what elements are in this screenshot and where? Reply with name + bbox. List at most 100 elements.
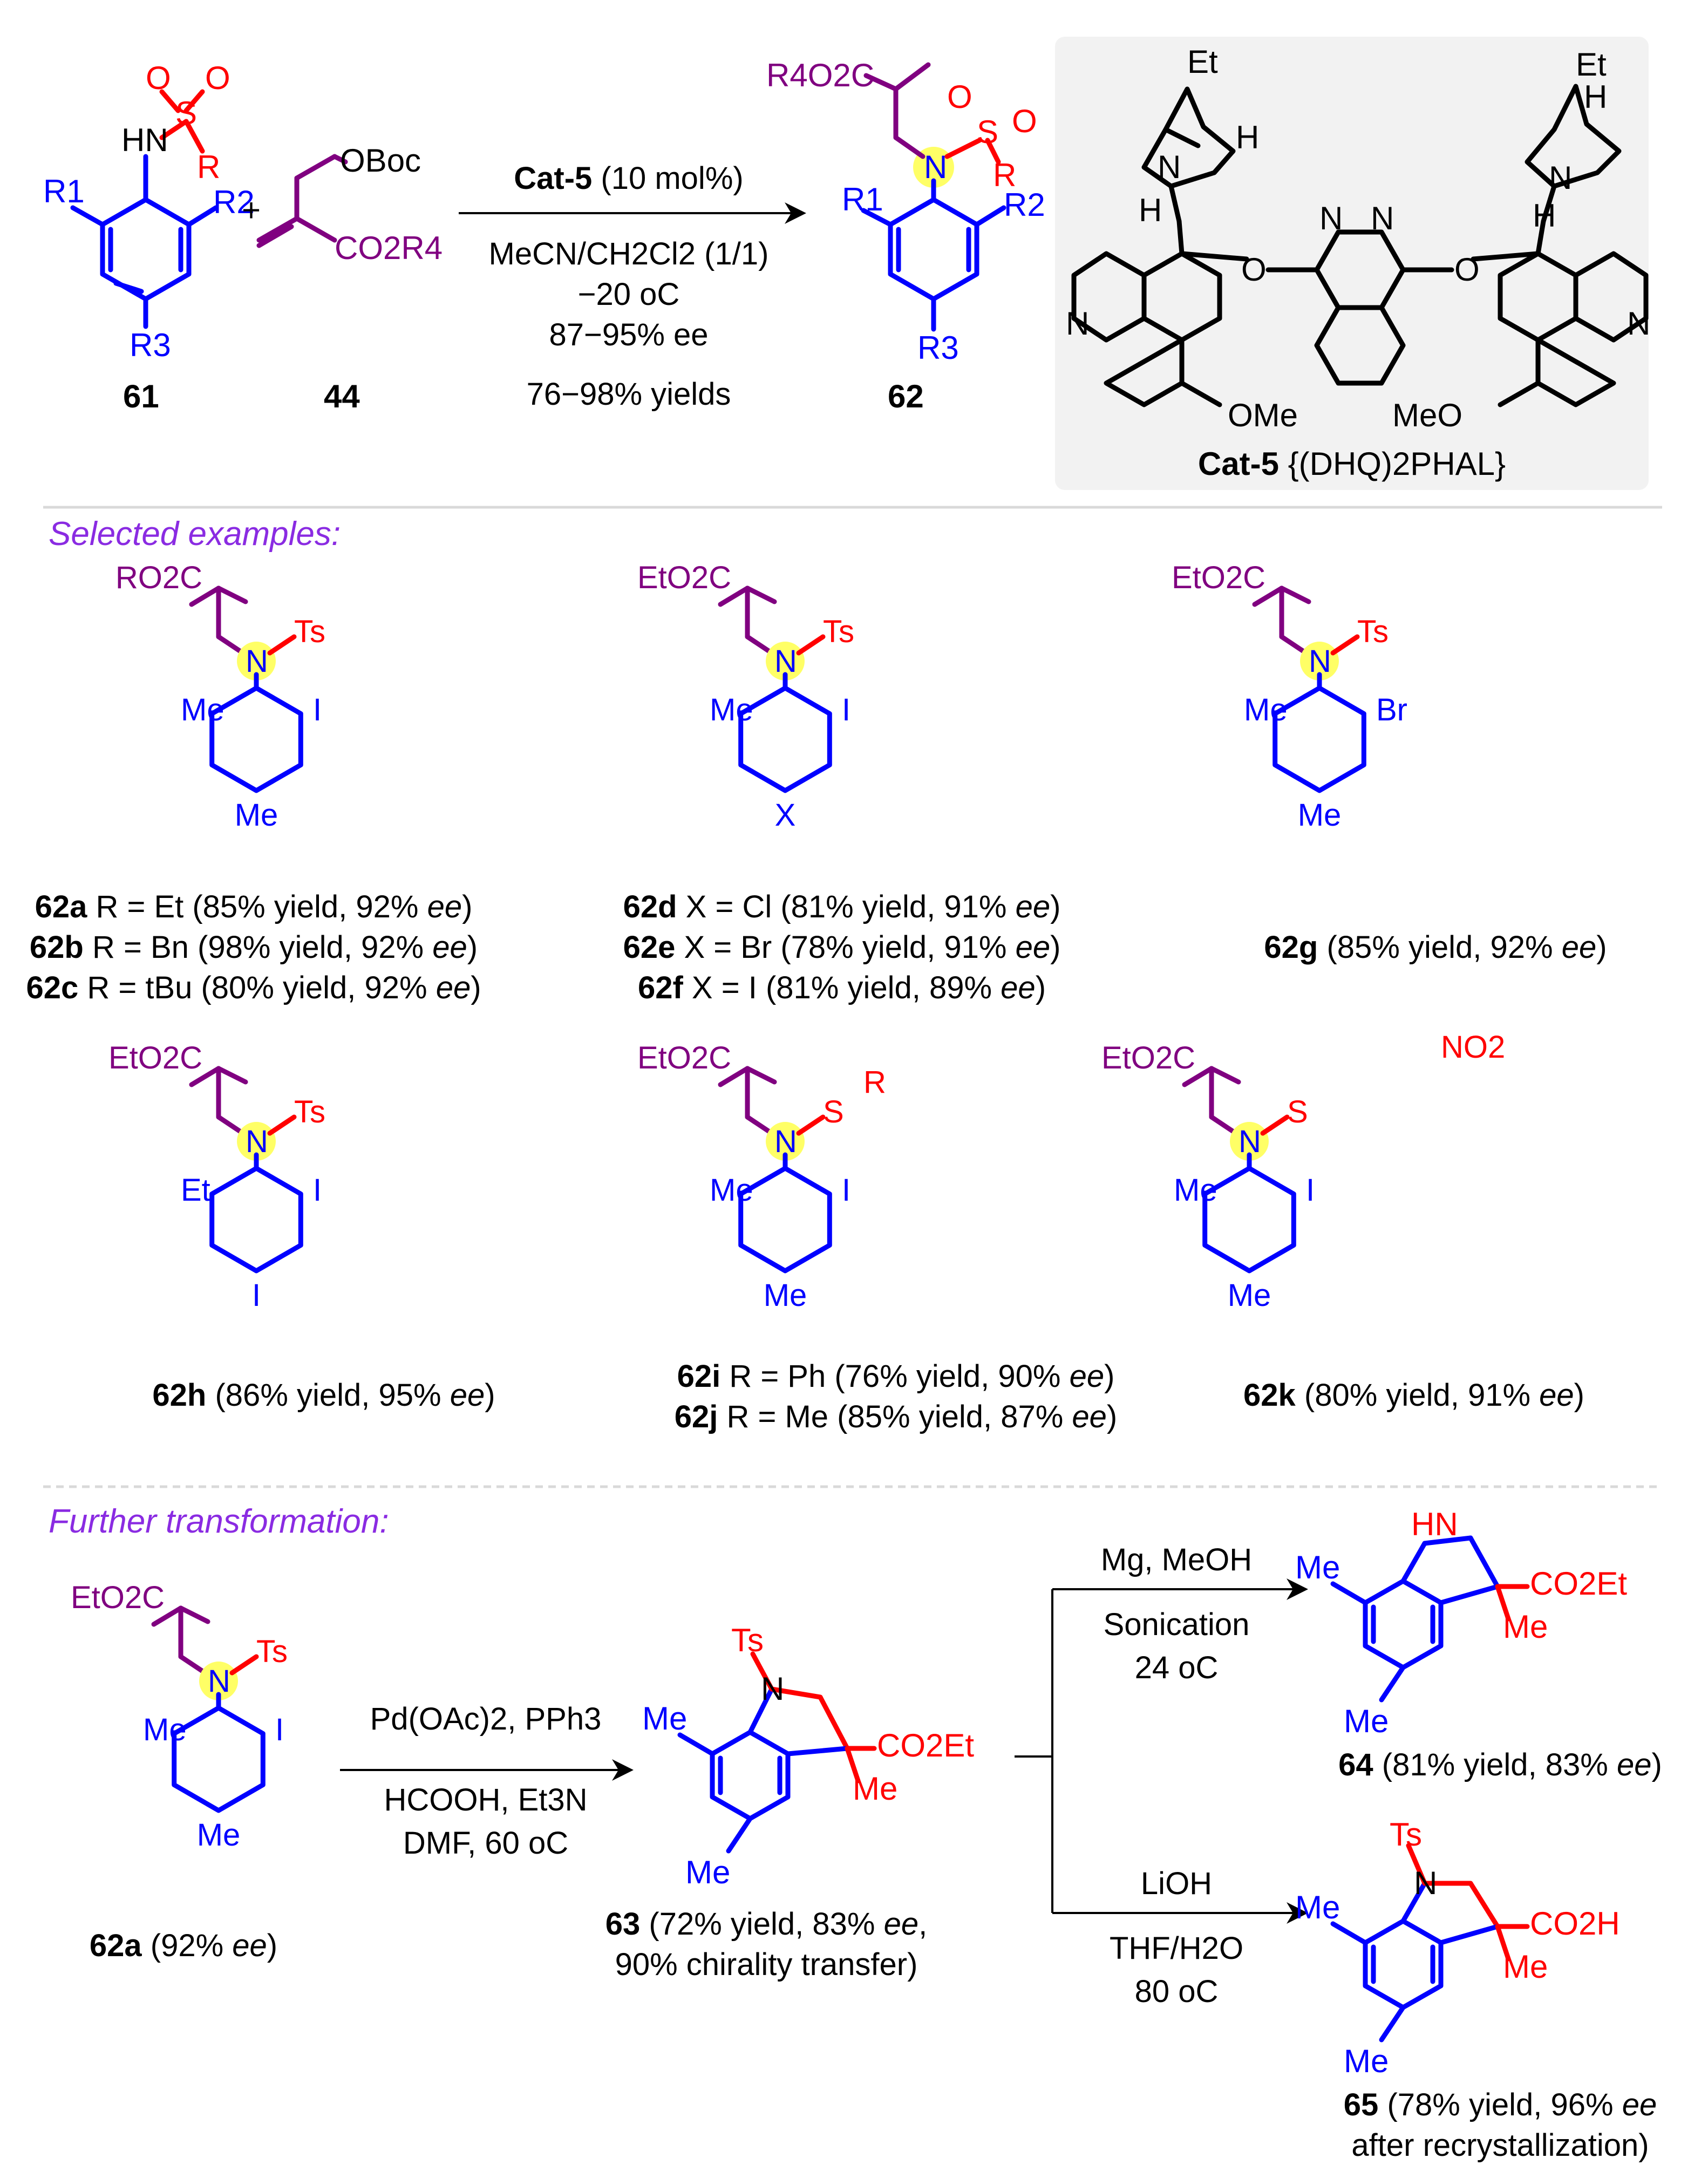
me-64-top: Me	[1295, 1549, 1340, 1585]
n-62-label: N	[924, 149, 947, 185]
example-2-ring	[738, 685, 832, 793]
example-4-highlight	[237, 1122, 276, 1161]
example-3-ortho-left: Me	[1244, 692, 1288, 727]
acid-65: CO2H	[1530, 1905, 1620, 1942]
example-4-sulfonyl: Ts	[294, 1094, 325, 1129]
example-5-sulfonyl-r: R	[863, 1065, 886, 1100]
example-6-ortho-right: I	[1306, 1173, 1315, 1208]
example-caption-62h: 62h (86% yield, 95% ee)	[152, 1378, 495, 1413]
product-64: HN CO2Et Me Me Me	[1295, 1506, 1627, 1739]
reactant-44: OBoc CO2R4	[256, 142, 443, 266]
compound-62-label: 62	[888, 378, 924, 414]
example-4-bond	[189, 1066, 221, 1087]
me-63: Me	[853, 1771, 897, 1807]
example-caption-62c: 62c R = tBu (80% yield, 92% ee)	[26, 970, 481, 1005]
r3-label: R3	[130, 327, 171, 363]
example-1-bond	[216, 634, 246, 656]
me-64: Me	[1503, 1609, 1548, 1645]
product-64-caption: 64 (81% yield, 83% ee)	[1338, 1747, 1662, 1782]
cat-h-left-2: H	[1139, 192, 1162, 228]
cat-ome-right: OMe	[1228, 397, 1298, 433]
cat-et-right: Et	[1576, 46, 1607, 83]
r3-62-label: R3	[917, 330, 959, 366]
me-63-bottom: Me	[685, 1854, 730, 1890]
example-3-para: Me	[1298, 798, 1342, 833]
example-1-bond	[267, 634, 297, 656]
example-6-bond	[1260, 1114, 1290, 1136]
start-ester: EtO2C	[71, 1580, 165, 1615]
example-4-bond	[216, 1066, 248, 1085]
example-3-ortho-right: Br	[1376, 692, 1407, 727]
example-2-bond	[796, 634, 826, 656]
yield-range: 76−98% yields	[527, 377, 731, 412]
intermediate-63-caption-2: 90% chirality transfer)	[615, 1947, 918, 1982]
step1-conditions: DMF, 60 oC	[403, 1826, 568, 1861]
ester-44-label: CO2R4	[335, 230, 443, 266]
step2a-temperature: 24 oC	[1135, 1650, 1219, 1685]
step2a-conditions: Sonication	[1104, 1607, 1250, 1642]
me-63-top: Me	[642, 1700, 687, 1737]
oxygen-label-1: O	[146, 60, 171, 96]
example-5-para: Me	[764, 1278, 807, 1313]
oxygen-label-2: O	[205, 60, 230, 96]
example-6-para: Me	[1228, 1278, 1271, 1313]
example-2-ortho-right: I	[842, 692, 850, 727]
step1-base: HCOOH, Et3N	[384, 1782, 587, 1817]
example-5-ortho-right: I	[842, 1173, 850, 1208]
r2-label: R2	[213, 184, 255, 220]
step2b-solvent: THF/H2O	[1110, 1931, 1243, 1966]
example-6-ortho-left: Me	[1174, 1173, 1217, 1208]
r1-label: R1	[43, 173, 85, 209]
cat-o-left: O	[1241, 251, 1267, 288]
example-caption-62g: 62g (85% yield, 92% ee)	[1264, 930, 1607, 965]
example-6-bond	[1209, 1066, 1241, 1085]
example-2-ortho-left: Me	[710, 692, 753, 727]
example-1-ring	[209, 685, 303, 793]
cat-n-phthalazine-2: N	[1371, 200, 1394, 236]
example-3-ring	[1273, 685, 1366, 793]
oboc-label: OBoc	[340, 142, 421, 179]
start-bond	[178, 1605, 210, 1624]
example-3-bond	[1279, 634, 1309, 656]
start-bond	[151, 1605, 183, 1627]
start-bond	[178, 1654, 208, 1676]
example-6-ring	[1202, 1166, 1296, 1274]
example-2-para: X	[775, 798, 796, 833]
example-5-bond	[745, 1114, 774, 1136]
me-65-bottom: Me	[1344, 2043, 1389, 2079]
ester-63: CO2Et	[877, 1727, 974, 1764]
catalyst-condition: Cat-5 (10 mol%)	[514, 161, 743, 196]
sulfonyl-r-label: R	[197, 149, 220, 185]
cat-n-left-2: N	[1066, 305, 1089, 342]
example-2-bond	[745, 585, 777, 604]
product-65-caption: 65 (78% yield, 96% ee	[1344, 2087, 1657, 2122]
reactant-61: R1 R2 R3 HN S O O R	[43, 60, 255, 363]
example-5-bond	[718, 1066, 750, 1087]
example-caption-62i: 62i R = Ph (76% yield, 90% ee)	[677, 1359, 1115, 1394]
ts-65: Ts	[1390, 1816, 1422, 1853]
compound-44-label: 44	[324, 378, 360, 414]
o-62-label-2: O	[1012, 103, 1037, 139]
example-1-ortho-right: I	[313, 692, 322, 727]
me-65: Me	[1503, 1949, 1548, 1985]
cat-h-right-1: H	[1584, 79, 1607, 115]
r-62-label: R	[993, 157, 1016, 193]
example-5-bond	[796, 1114, 826, 1136]
product-65: Ts N CO2H Me Me Me	[1295, 1816, 1620, 2079]
r1-62-label: R1	[842, 181, 883, 217]
cat-n-right-1: N	[1549, 160, 1572, 196]
example-1-ester: RO2C	[115, 560, 202, 595]
example-3-bond	[1279, 585, 1311, 604]
product-65-caption-2: after recrystallization)	[1351, 2128, 1649, 2163]
catalyst-structure: Et Et H H H H N N N N N N O O OMe MeO	[1066, 44, 1650, 433]
step1-reagents: Pd(OAc)2, PPh3	[370, 1701, 602, 1737]
example-2-bond	[718, 585, 750, 607]
start-para: Me	[197, 1817, 241, 1853]
cat-n-right-2: N	[1627, 305, 1650, 342]
example-6-sulfonyl: S	[1287, 1094, 1308, 1129]
step2b-reagents: LiOH	[1141, 1866, 1212, 1901]
